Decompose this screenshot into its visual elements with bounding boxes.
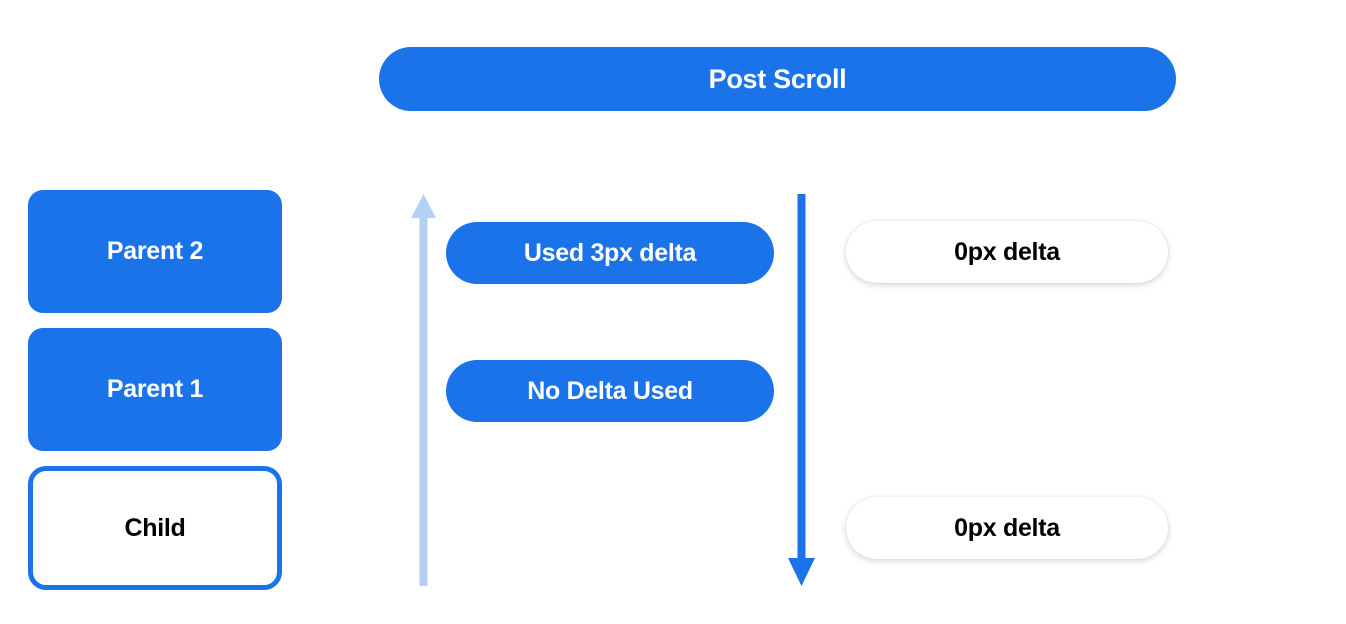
bubble-up-arrow-icon <box>411 194 436 586</box>
post-scroll-header: Post Scroll <box>379 47 1176 111</box>
pill-remaining-delta-bottom-label: 0px delta <box>954 513 1060 542</box>
pill-remaining-delta-bottom: 0px delta <box>846 497 1168 559</box>
node-parent-1[interactable]: Parent 1 <box>28 328 282 451</box>
pill-used-delta-label: Used 3px delta <box>523 238 697 267</box>
pill-no-delta: No Delta Used <box>446 360 774 422</box>
pill-remaining-delta-top: 0px delta <box>846 221 1168 283</box>
pill-used-delta: Used 3px delta <box>446 222 774 284</box>
node-parent-1-label: Parent 1 <box>106 375 204 403</box>
node-parent-2-label: Parent 2 <box>106 237 204 265</box>
node-parent-2[interactable]: Parent 2 <box>28 190 282 313</box>
node-child[interactable]: Child <box>28 466 282 590</box>
pill-remaining-delta-top-label: 0px delta <box>954 237 1060 266</box>
post-scroll-header-label: Post Scroll <box>708 63 847 94</box>
pill-no-delta-label: No Delta Used <box>527 376 693 405</box>
node-child-label: Child <box>124 513 186 542</box>
scroll-propagation-arrow-icon <box>788 194 815 586</box>
